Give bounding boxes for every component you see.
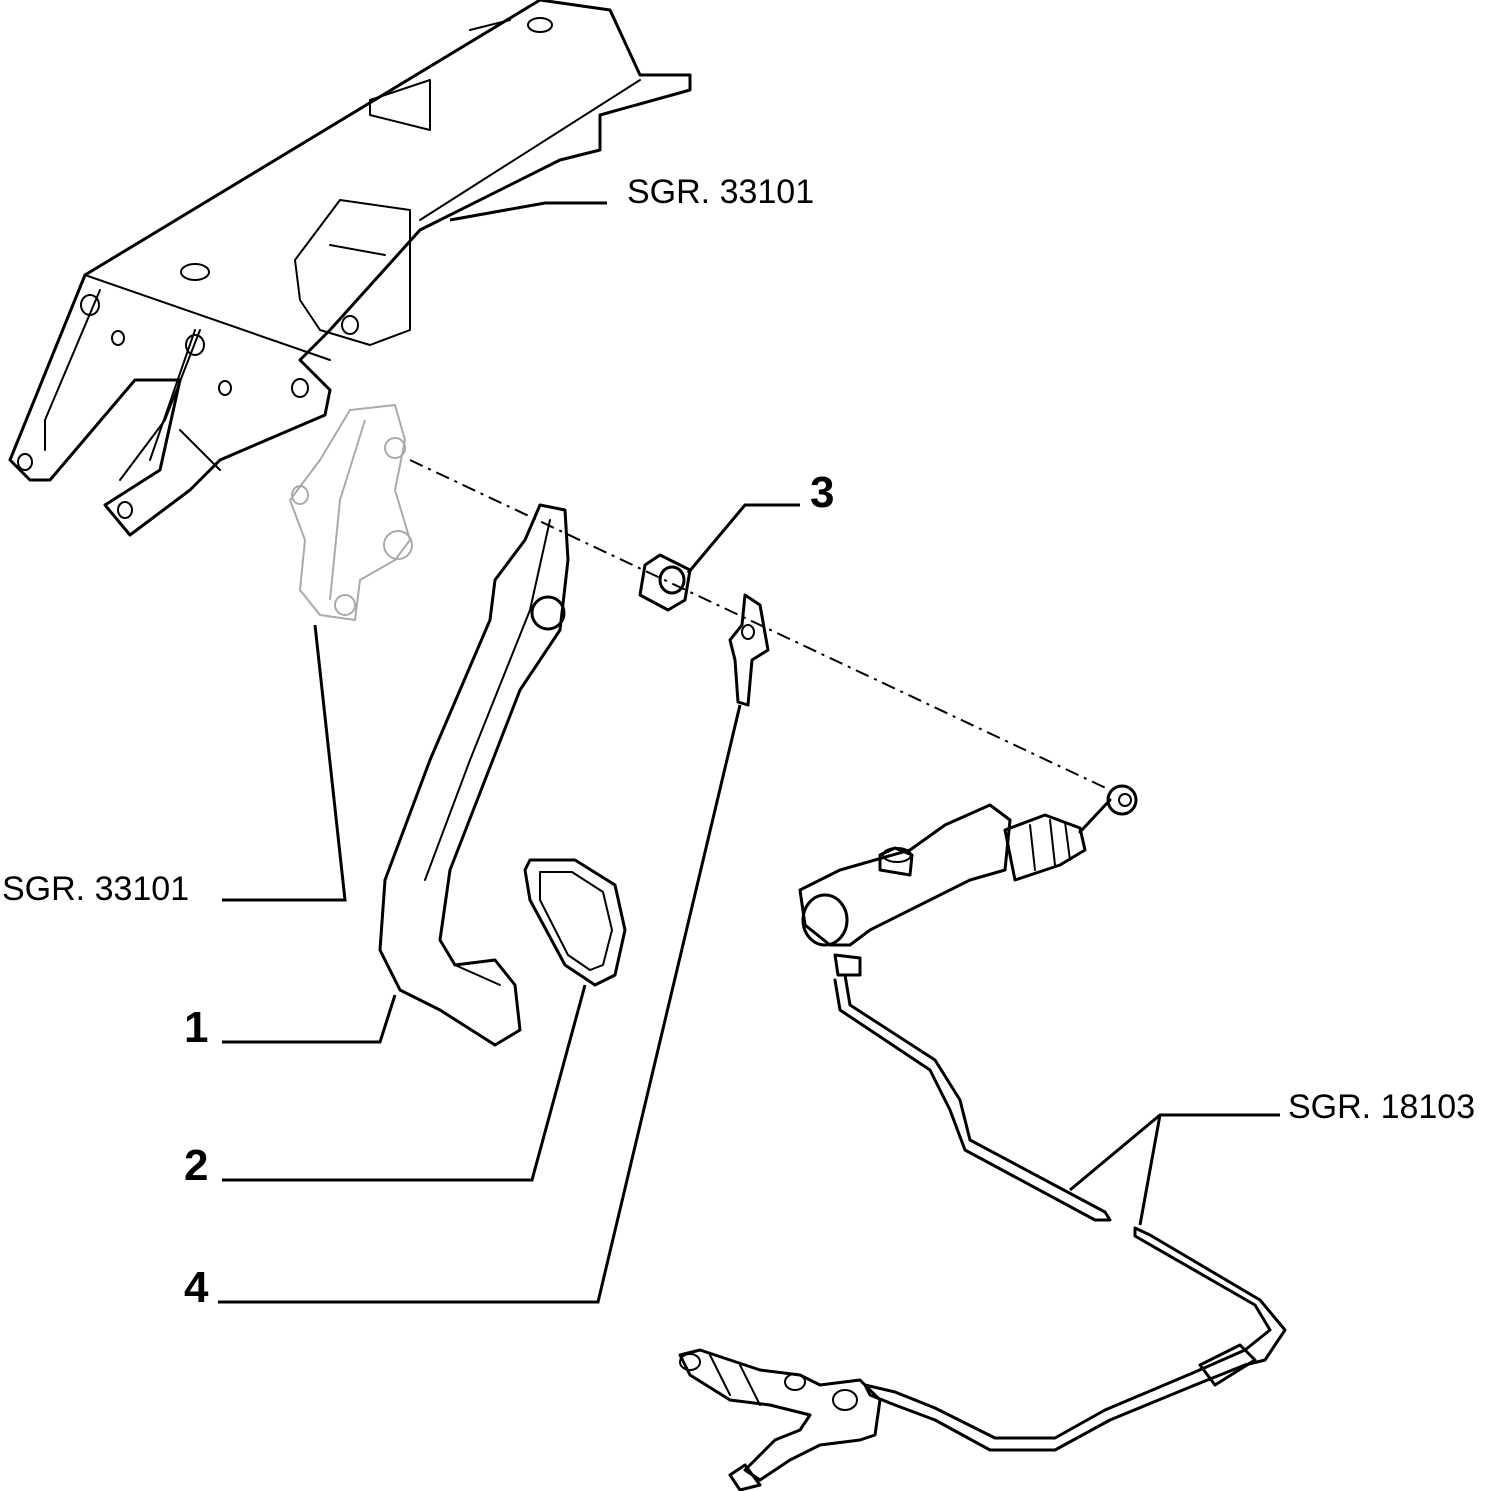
pedal-pad-inner xyxy=(539,871,613,971)
retaining-clip xyxy=(728,593,770,707)
pedal-support-bracket xyxy=(289,404,413,621)
part-number-1: 1 xyxy=(184,1003,208,1052)
leader-part-2 xyxy=(222,984,587,1182)
clutch-pedal xyxy=(378,503,570,1047)
leader-part-3 xyxy=(686,503,800,574)
pedal-box-frame xyxy=(8,0,692,537)
leader-part-1 xyxy=(222,994,397,1044)
pedal-pad xyxy=(523,858,627,987)
bushing xyxy=(638,553,692,612)
pivot-axis-line xyxy=(409,459,1111,791)
clutch-slave-cylinder xyxy=(678,1348,882,1491)
hose-fitting xyxy=(1198,1343,1257,1387)
part-number-4: 4 xyxy=(184,1263,209,1312)
leader-ref-pipe xyxy=(1069,1113,1280,1226)
leader-ref-frame xyxy=(449,201,607,222)
part-number-3: 3 xyxy=(810,468,834,517)
leader-part-4 xyxy=(218,704,742,1304)
clutch-master-cylinder xyxy=(798,784,1138,977)
hydraulic-hose xyxy=(863,1226,1287,1452)
ref-label-pipe: SGR. 18103 xyxy=(1288,1088,1475,1126)
hydraulic-pipe xyxy=(833,973,1112,1222)
ref-label-frame: SGR. 33101 xyxy=(627,173,814,211)
ref-label-support: SGR. 33101 xyxy=(2,870,189,908)
leader-ref-support xyxy=(222,624,347,902)
part-number-2: 2 xyxy=(184,1141,208,1190)
